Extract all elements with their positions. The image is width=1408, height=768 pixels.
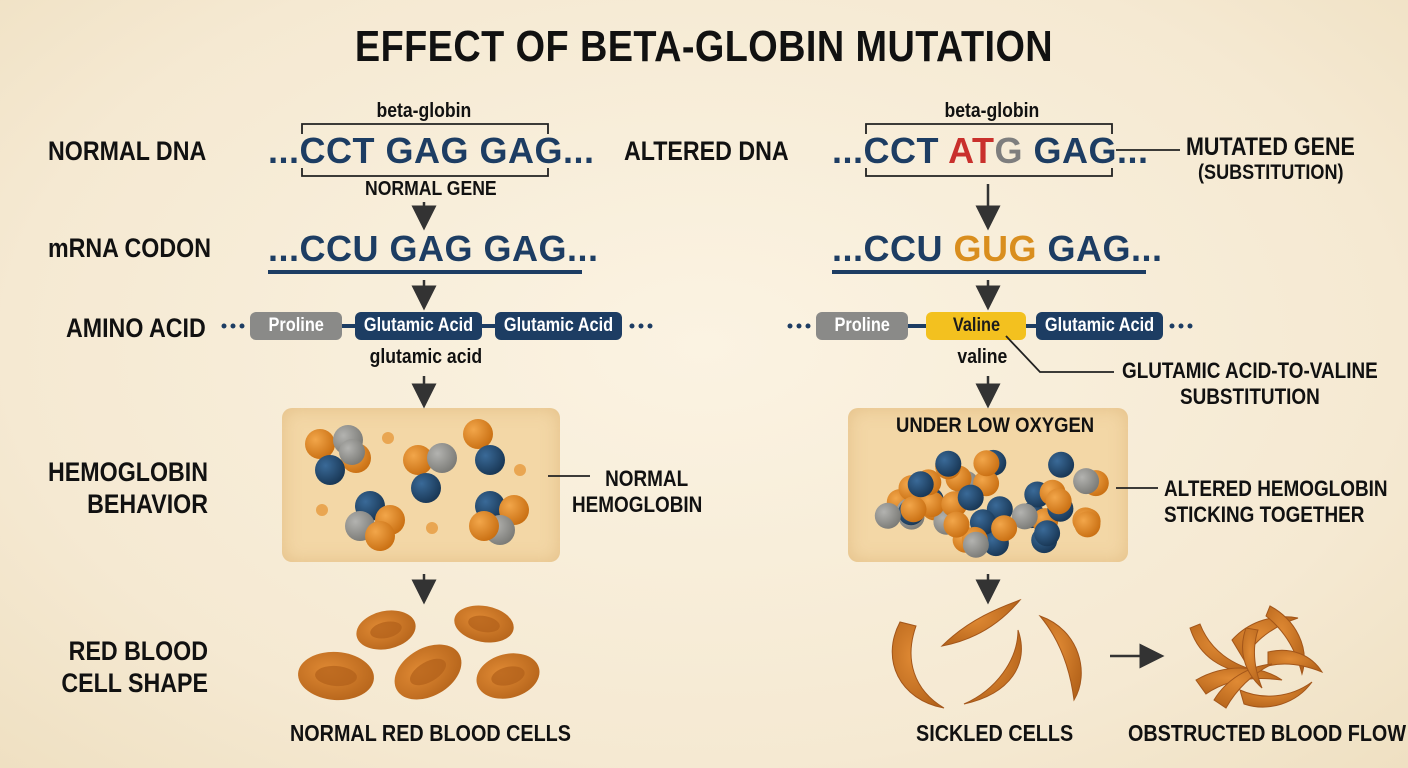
hemoglobin-molecule xyxy=(1074,511,1101,538)
row-label-rbc-line2: CELL SHAPE xyxy=(61,668,208,698)
hemoglobin-molecule xyxy=(874,502,901,529)
hemoglobin-molecule xyxy=(973,450,1000,477)
mutated-gene-line1: MUTATED GENE xyxy=(1186,133,1355,161)
hemoglobin-molecule xyxy=(1045,488,1072,515)
row-label-amino-acid: AMINO ACID xyxy=(66,313,206,343)
altered-hemo-note-line2: STICKING TOGETHER xyxy=(1164,502,1365,527)
substitution-line1: GLUTAMIC ACID-TO-VALINE xyxy=(1122,358,1378,383)
row-label-mrna: mRNA CODON xyxy=(48,233,211,263)
normal-hemoglobin-molecules xyxy=(305,419,529,551)
diagram-title: EFFECT OF BETA-GLOBIN MUTATION xyxy=(354,22,1054,71)
row-label-hemo-line1: HEMOGLOBIN xyxy=(48,457,208,487)
sickled-cells xyxy=(891,598,1082,709)
altered-gene-bracket xyxy=(865,123,1113,177)
altered-dna-pre: ...CCT xyxy=(832,130,949,171)
normal-gene-label: beta-globin xyxy=(376,100,472,122)
sickled-cells-caption: SICKLED CELLS xyxy=(916,720,1074,746)
normal-dna-sequence: ...CCT GAG GAG... xyxy=(268,130,595,171)
altered-gene-label: beta-globin xyxy=(944,100,1040,122)
normal-gene-bracket xyxy=(301,123,549,177)
normal-amino-proline: Proline xyxy=(250,312,342,340)
normal-amino-chain xyxy=(221,323,653,329)
hemoglobin-molecule xyxy=(1048,451,1075,478)
altered-amino-caption: valine xyxy=(957,346,1008,368)
normal-cells-caption: NORMAL RED BLOOD CELLS xyxy=(290,720,571,746)
row-label-rbc-line1: RED BLOOD xyxy=(68,636,208,666)
normal-hemo-note-line1: NORMAL xyxy=(605,466,689,491)
obstructed-flow-caption: OBSTRUCTED BLOOD FLOW xyxy=(1128,720,1406,746)
row-label-altered-dna: ALTERED DNA xyxy=(624,136,789,166)
altered-hemoglobin-note: ALTERED HEMOGLOBIN STICKING TOGETHER xyxy=(1164,476,1388,528)
row-label-normal-dna: NORMAL DNA xyxy=(48,136,207,166)
altered-amino-valine: Valine xyxy=(926,312,1026,340)
altered-hemo-note-line1: ALTERED HEMOGLOBIN xyxy=(1164,476,1388,501)
hemoglobin-molecule xyxy=(1073,468,1100,495)
altered-dna-sequence: ...CCT ATG GAG... xyxy=(832,130,1149,172)
normal-hemo-note-line2: HEMOGLOBIN xyxy=(572,492,703,517)
altered-mrna-post: GAG... xyxy=(1037,228,1163,269)
hemoglobin-molecule xyxy=(991,515,1018,542)
hemoglobin-molecule xyxy=(907,471,934,498)
hemoglobin-molecule xyxy=(957,484,984,511)
substitution-line2: SUBSTITUTION xyxy=(1179,384,1320,409)
normal-amino-glutamic-1: Glutamic Acid xyxy=(355,312,482,340)
altered-dna-mutation-g: G xyxy=(994,130,1024,171)
hemoglobin-molecule xyxy=(1011,503,1038,530)
normal-gene-caption: NORMAL GENE xyxy=(364,178,497,200)
altered-mrna-underline xyxy=(832,270,1146,274)
normal-red-blood-cells xyxy=(298,605,540,701)
mutated-gene-line2: (SUBSTITUTION) xyxy=(1198,161,1344,184)
row-label-rbc-shape: RED BLOOD CELL SHAPE xyxy=(29,635,208,699)
normal-mrna-underline xyxy=(268,270,582,274)
altered-amino-glutamic: Glutamic Acid xyxy=(1036,312,1163,340)
altered-mrna-pre: ...CCU xyxy=(832,228,954,269)
hemoglobin-molecule xyxy=(1034,520,1061,547)
normal-mrna-sequence: ...CCU GAG GAG... xyxy=(268,228,599,269)
normal-hemoglobin-note: NORMAL HEMOGLOBIN xyxy=(572,466,702,518)
substitution-note: GLUTAMIC ACID-TO-VALINE SUBSTITUTION xyxy=(1122,358,1378,410)
low-oxygen-title: UNDER LOW OXYGEN xyxy=(896,414,1095,437)
normal-amino-glutamic-2: Glutamic Acid xyxy=(495,312,622,340)
altered-hemoglobin-clump xyxy=(874,449,1109,558)
hemoglobin-molecule xyxy=(900,496,927,523)
substitution-leader xyxy=(1005,335,1114,373)
altered-amino-proline: Proline xyxy=(816,312,908,340)
altered-mrna-sequence: ...CCU GUG GAG... xyxy=(832,228,1163,270)
row-label-hemoglobin-behavior: HEMOGLOBIN BEHAVIOR xyxy=(29,456,208,520)
altered-mrna-mutation: GUG xyxy=(953,228,1038,269)
hemoglobin-molecule xyxy=(943,511,970,538)
hemoglobin-molecule xyxy=(935,450,962,477)
obstructed-cell-cluster xyxy=(1189,605,1324,709)
mutated-gene-note: MUTATED GENE (SUBSTITUTION) xyxy=(1186,134,1355,186)
hemoglobin-molecule xyxy=(962,531,989,558)
row-label-hemo-line2: BEHAVIOR xyxy=(87,489,208,519)
normal-amino-caption: glutamic acid xyxy=(369,346,483,368)
altered-dna-mutation: AT xyxy=(948,130,995,171)
altered-amino-chain xyxy=(787,323,1193,329)
